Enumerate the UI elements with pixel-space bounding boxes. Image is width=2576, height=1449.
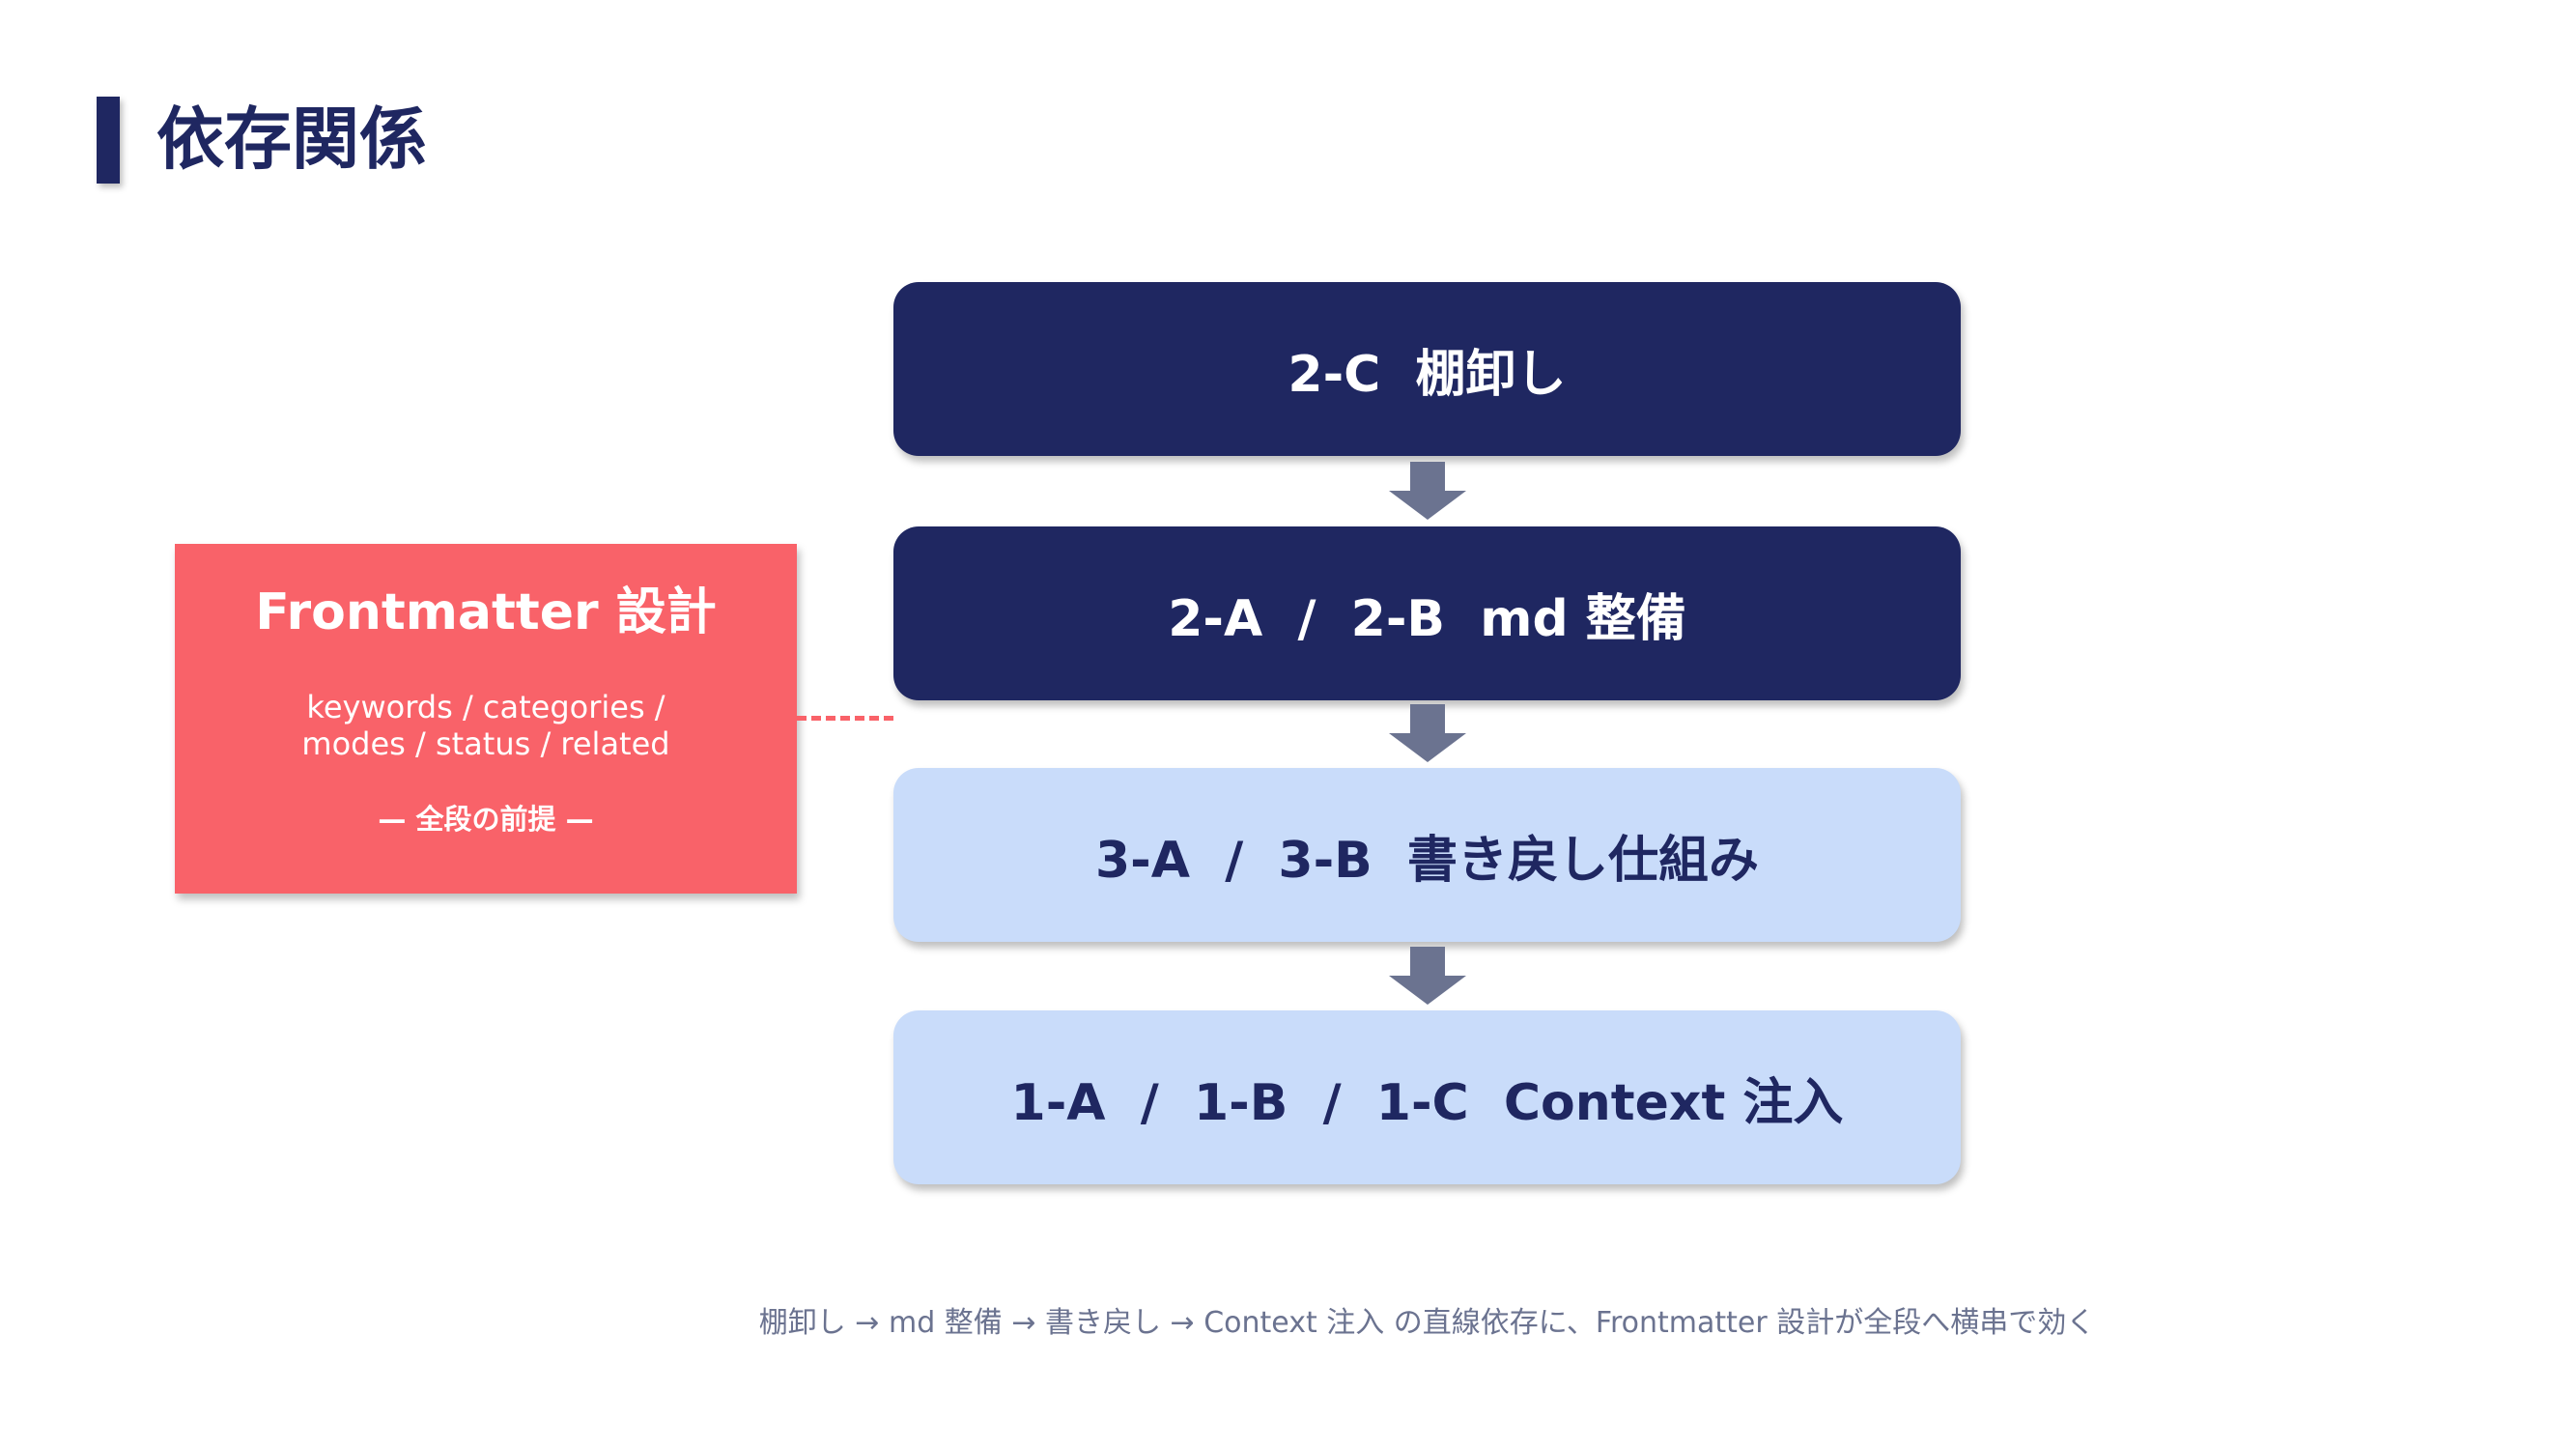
step-writeback: 3-A / 3-B 書き戻し仕組み xyxy=(893,768,1961,942)
frontmatter-fields: keywords / categories / modes / status /… xyxy=(175,689,797,762)
frontmatter-title: Frontmatter 設計 xyxy=(255,583,717,641)
fields-line-1: keywords / categories / xyxy=(306,689,665,725)
frontmatter-box: Frontmatter 設計 keywords / categories / m… xyxy=(175,544,797,894)
fields-line-2: modes / status / related xyxy=(301,725,670,762)
page-title: 依存関係 xyxy=(156,99,427,179)
arrow-down-icon xyxy=(1389,947,1466,1005)
title-accent-bar xyxy=(97,97,120,184)
arrow-down-icon xyxy=(1389,704,1466,762)
step-context-injection: 1-A / 1-B / 1-C Context 注入 xyxy=(893,1010,1961,1184)
dashed-connector xyxy=(797,716,893,721)
arrow-down-icon xyxy=(1389,462,1466,520)
caption: 棚卸し → md 整備 → 書き戻し → Context 注入 の直線依存に、F… xyxy=(758,1306,2096,1340)
frontmatter-footer: — 全段の前提 — xyxy=(378,803,594,836)
step-md-maintenance: 2-A / 2-B md 整備 xyxy=(893,526,1961,700)
step-inventory: 2-C 棚卸し xyxy=(893,282,1961,456)
